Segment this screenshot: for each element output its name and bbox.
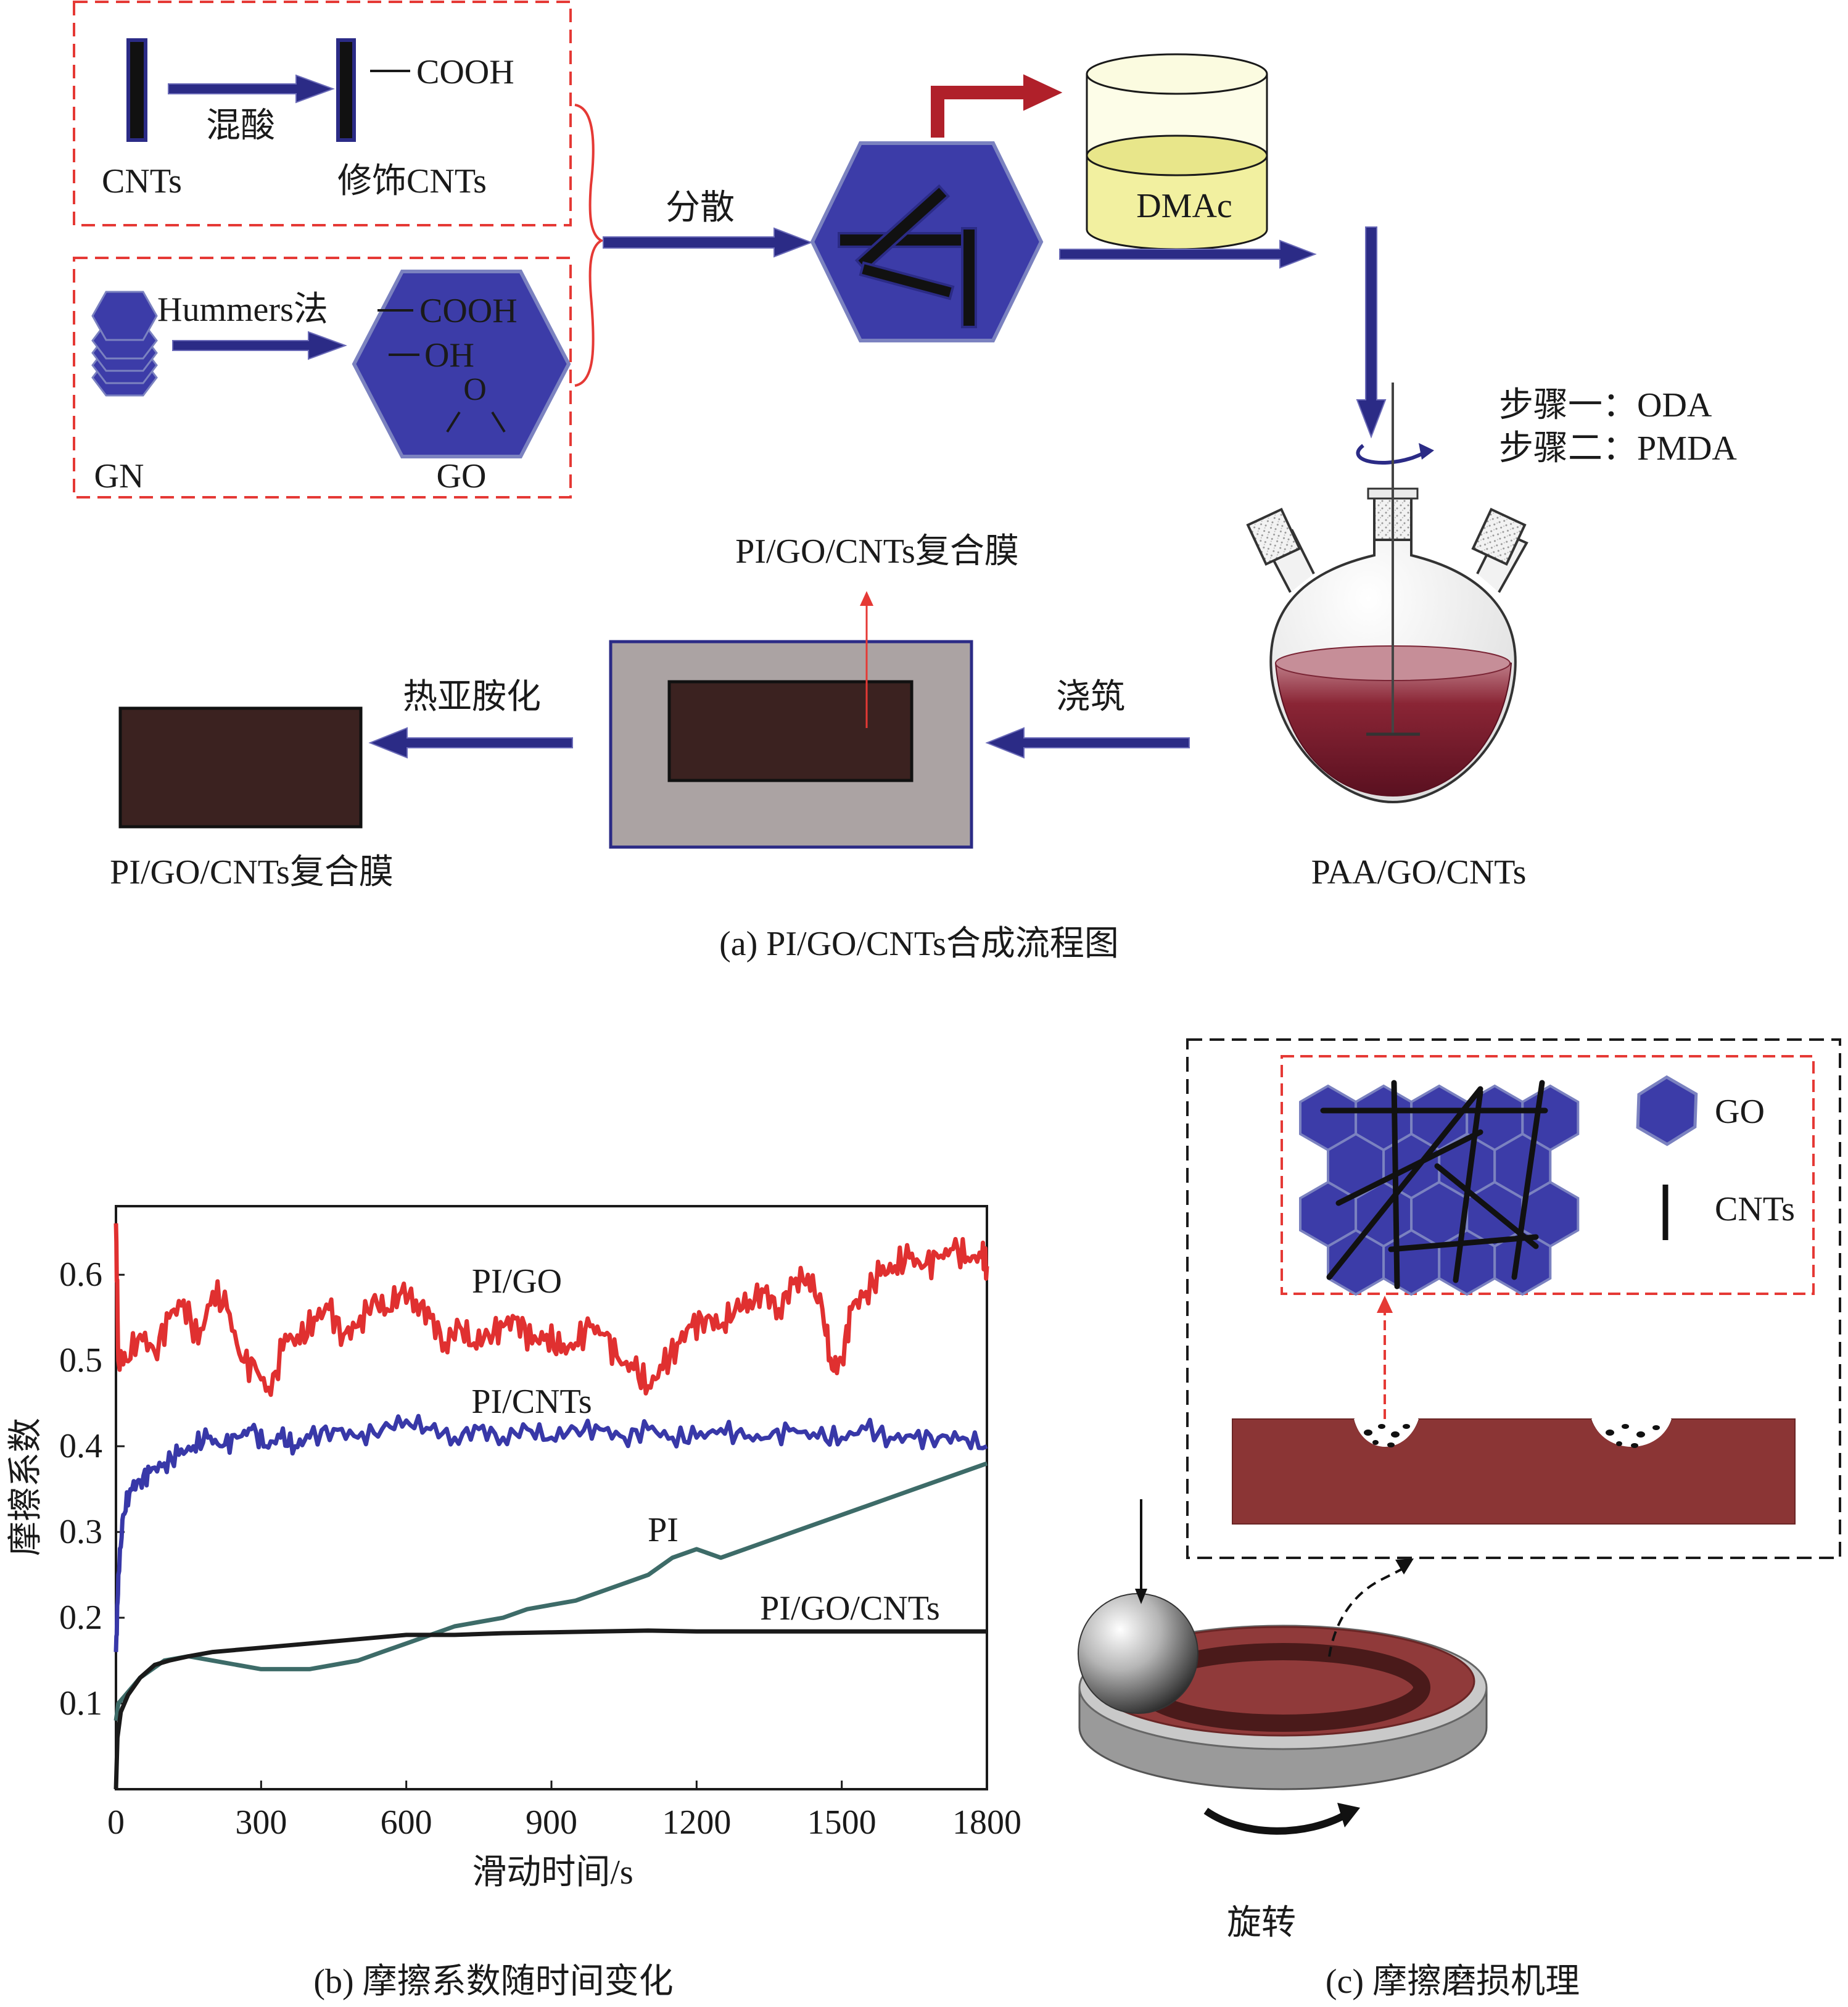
imidization-arrow [368,727,573,759]
legend-go-hex-icon [1636,1075,1698,1146]
go-label: GO [437,457,487,495]
cnt-rod-icon [126,38,147,142]
modified-cnts-label: 修饰CNTs [337,162,487,201]
hummers-label: Hummers法 [157,291,328,329]
cnts-dashed-box [73,1,572,226]
cnts-label: CNTs [102,162,182,201]
down-arrow [1356,226,1387,439]
dmac-beaker-icon [1086,53,1268,250]
wear-pit-left [1354,1419,1419,1447]
series-line-pi-go [113,1223,989,1397]
caption-c: (c) 摩擦磨损机理 [1326,1963,1580,2001]
go-oh-label: OH [424,336,474,375]
dispersed-cnts-icon [838,184,977,328]
x-tick-label: 300 [235,1803,287,1842]
mixed-acid-arrow [168,74,335,104]
y-tick-label: 0.4 [59,1427,102,1465]
red-bent-arrow [931,74,1063,138]
y-tick-label: 0.1 [59,1684,102,1723]
legend-go-label: GO [1715,1093,1765,1131]
stir-rotation-head [1419,443,1434,460]
rotation-arrow [1203,1808,1347,1835]
paa-label: PAA/GO/CNTs [1311,853,1527,892]
rotation-arrow-head [1337,1803,1360,1827]
series-label-pi: PI [648,1511,679,1549]
disk-to-box-head [1395,1558,1414,1575]
series-line-pi-cnts [113,1413,988,1652]
panel-a: CNTs 混酸 COOH 修饰CNTs GN Hummers法 COOH OH … [73,1,1737,963]
series-lines [113,1223,989,1790]
wear-cross-section [1232,1418,1796,1525]
hummers-arrow [172,331,347,360]
disk-to-box-pointer [1328,1566,1406,1657]
x-tick-label: 1500 [807,1803,877,1842]
cnt-network-icon [1320,1080,1548,1289]
mold-film [667,680,914,782]
casting-arrow [985,727,1190,759]
x-tick-label: 600 [381,1803,432,1842]
caption-a: (a) PI/GO/CNTs合成流程图 [719,925,1119,963]
wear-pit-right [1591,1419,1672,1447]
modified-cnt-rod-icon [336,38,356,142]
final-label: PI/GO/CNTs复合膜 [110,853,394,892]
y-tick-label: 0.3 [59,1513,102,1551]
series-label-pi-go-cnts: PI/GO/CNTs [760,1589,940,1628]
cooh-top-label: COOH [416,53,514,91]
step2-label: 步骤二：PMDA [1499,429,1737,468]
wear-debris-icon [1364,1424,1660,1448]
x-tick-label: 1200 [662,1803,731,1842]
go-o-label: O [463,372,487,407]
gn-stack-icon [91,291,158,397]
y-tick-label: 0.2 [59,1599,102,1637]
x-axis-ticks: 0 300 600 900 1200 1500 1800 [107,1781,1021,1842]
series-line-pi [113,1461,988,1721]
y-axis-label: 摩擦系数 [7,1418,45,1556]
y-axis-ticks: 0.1 0.2 0.3 0.4 0.5 0.6 [59,1256,125,1723]
dmac-label: DMAc [1136,187,1232,225]
x-axis-label: 滑动时间/s [472,1853,633,1892]
go-cooh-label: COOH [419,292,518,330]
to-flask-arrow [1059,239,1317,269]
go-dashed-box [73,257,572,499]
panel-c: GO CNTs [1078,1038,1841,2001]
disperse-arrow [603,227,813,258]
series-line-pi-go-cnts [113,1628,987,1790]
x-tick-label: 900 [526,1803,577,1842]
three-neck-flask-icon [1246,383,1528,804]
mold-pointer-head [860,591,873,606]
merge-brace [574,104,604,387]
mechanism-dashed-box [1186,1038,1841,1559]
rotate-label: 旋转 [1227,1904,1296,1942]
load-arrow-head [1135,1589,1147,1604]
zoom-red-dashed-box [1281,1055,1815,1295]
go-hexagon-icon [352,270,571,458]
disperse-label: 分散 [666,189,735,227]
casting-label: 浇筑 [1056,678,1125,716]
imidization-label: 热亚胺化 [403,678,541,716]
go-epoxy-right [491,411,506,433]
caption-b: (b) 摩擦系数随时间变化 [313,1963,673,2001]
x-tick-label: 1800 [952,1803,1021,1842]
step1-label: 步骤一：ODA [1499,386,1712,424]
zoom-arrow-head [1377,1296,1393,1313]
final-film [118,706,363,829]
go-epoxy-left [446,411,461,433]
legend-cnts-label: CNTs [1715,1190,1795,1228]
series-label-pi-go: PI/GO [472,1262,562,1301]
series-label-pi-cnts: PI/CNTs [471,1383,592,1421]
mixed-acid-label: 混酸 [206,107,275,145]
steel-ball-icon [1078,1593,1198,1714]
y-tick-label: 0.6 [59,1256,102,1294]
y-tick-label: 0.5 [59,1341,102,1380]
gn-label: GN [94,457,144,495]
mold-label: PI/GO/CNTs复合膜 [735,532,1019,571]
x-tick-label: 0 [107,1803,125,1842]
